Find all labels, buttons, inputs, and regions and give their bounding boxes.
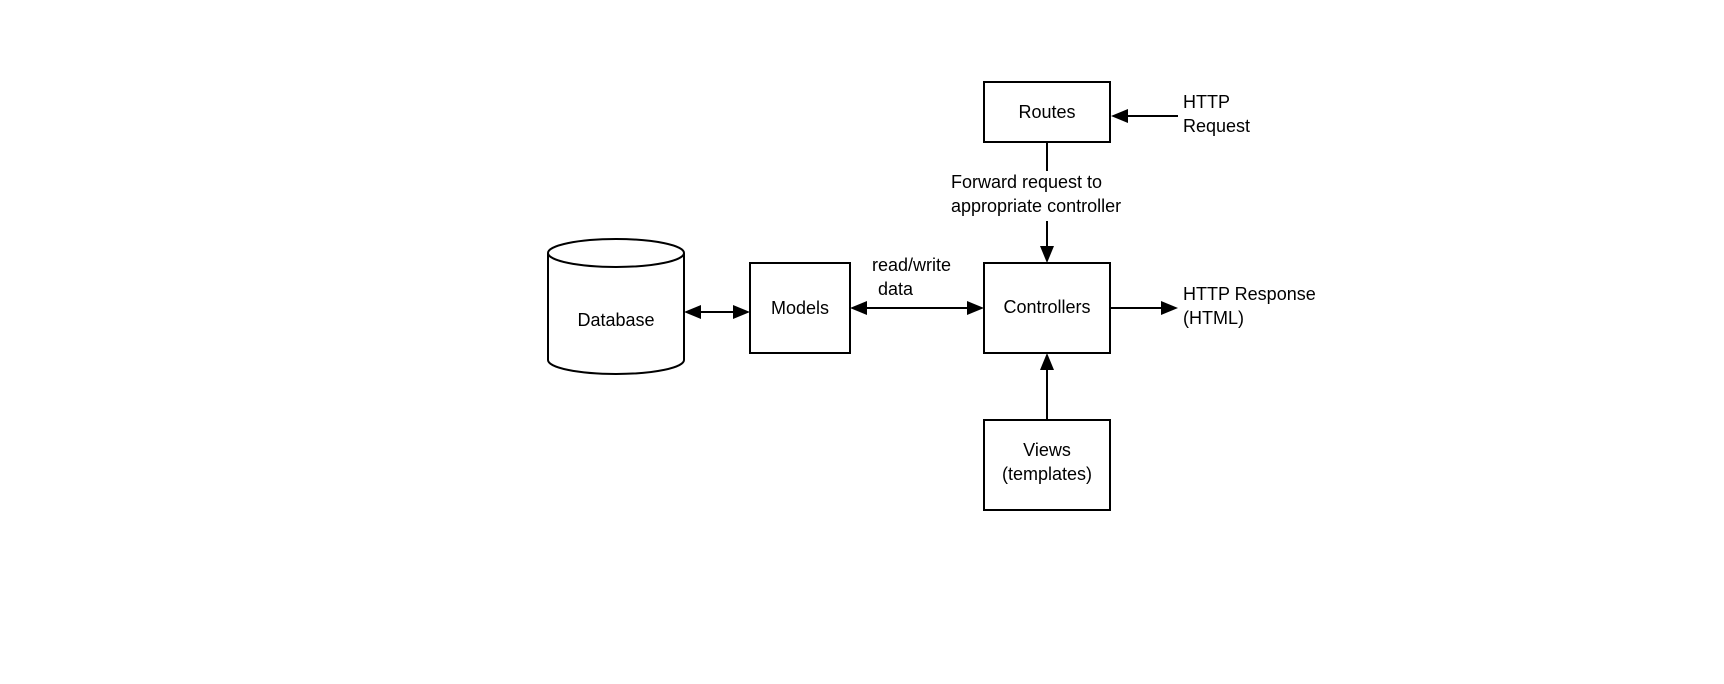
http-response-label-line1: HTTP Response (1183, 284, 1316, 304)
http-response-label-line2: (HTML) (1183, 308, 1244, 328)
models-label: Models (771, 298, 829, 318)
views-node: Views (templates) (983, 419, 1111, 511)
database-label: Database (577, 310, 654, 330)
database-cylinder-body (547, 253, 685, 375)
edge-controllers-to-http-response (1110, 301, 1178, 315)
arrowhead-right-icon (733, 305, 750, 319)
arrowhead-left-icon (1111, 109, 1128, 123)
edge-models-controllers (850, 301, 984, 315)
arrowhead-down-icon (1040, 246, 1054, 263)
arrowhead-right-icon (967, 301, 984, 315)
arrowhead-up-icon (1040, 353, 1054, 370)
edge-views-to-controllers (1040, 353, 1054, 420)
forward-label-line2: appropriate controller (951, 196, 1121, 216)
edge-http-request-to-routes (1111, 109, 1178, 123)
read-write-label-line2: data (878, 279, 914, 299)
database-cylinder-top (547, 238, 685, 268)
controllers-node: Controllers (983, 262, 1111, 354)
edge-database-models (684, 305, 750, 319)
views-label-line2: (templates) (1002, 464, 1092, 484)
views-label-line1: Views (1023, 440, 1071, 460)
arrowhead-left-icon (850, 301, 867, 315)
http-request-label-line2: Request (1183, 116, 1250, 136)
routes-node: Routes (983, 81, 1111, 143)
edge-routes-to-controllers (1040, 142, 1054, 263)
models-node: Models (749, 262, 851, 354)
database-node: Database (547, 238, 685, 375)
views-box (983, 419, 1111, 511)
http-request-label-line1: HTTP (1183, 92, 1230, 112)
arrowhead-right-icon (1161, 301, 1178, 315)
read-write-label-line1: read/write (872, 255, 951, 275)
forward-label-line1: Forward request to (951, 172, 1102, 192)
routes-label: Routes (1018, 102, 1075, 122)
controllers-label: Controllers (1003, 297, 1090, 317)
arrowhead-left-icon (684, 305, 701, 319)
controllers-box (983, 262, 1111, 354)
